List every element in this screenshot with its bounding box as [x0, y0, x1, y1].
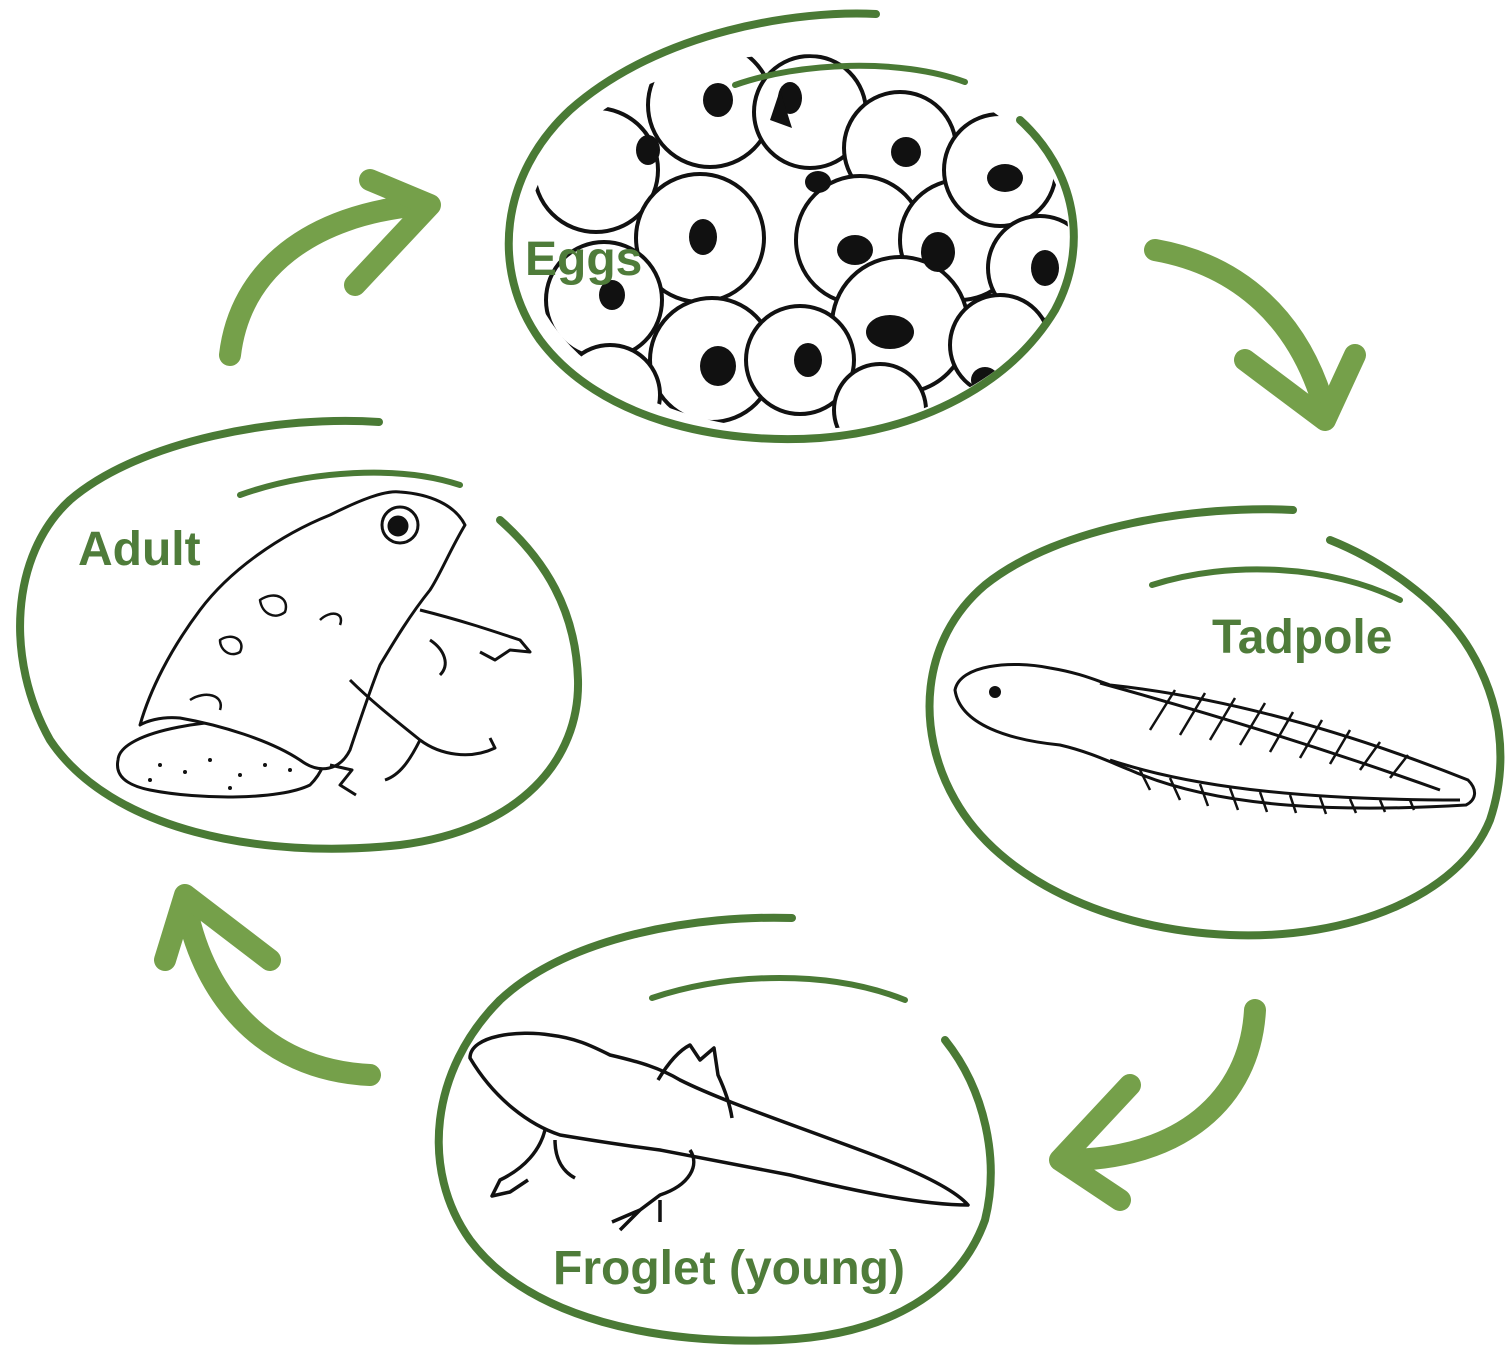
arrow-tadpole-to-froglet: [1060, 1010, 1255, 1200]
arrow-adult-to-eggs: [230, 180, 430, 355]
label-froglet: Froglet (young): [553, 1245, 905, 1293]
stage-tadpole: [930, 509, 1501, 935]
arrow-froglet-to-adult: [165, 895, 370, 1075]
label-eggs: Eggs: [525, 236, 642, 284]
label-adult: Adult: [78, 526, 201, 574]
tadpole-icon: [955, 664, 1475, 814]
label-tadpole: Tadpole: [1212, 614, 1392, 662]
arrow-eggs-to-tadpole: [1155, 250, 1355, 420]
froglet-icon: [470, 1033, 968, 1230]
stage-adult: [20, 421, 578, 849]
